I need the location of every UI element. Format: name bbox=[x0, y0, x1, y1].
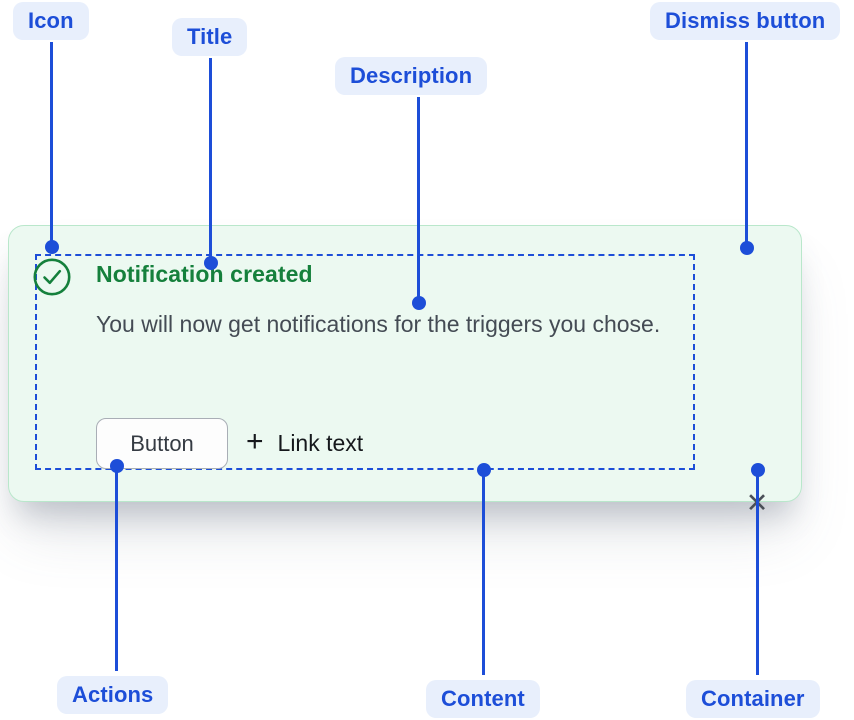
annotation-label-dismiss-button: Dismiss button bbox=[650, 2, 841, 40]
annotation-label-content: Content bbox=[426, 680, 540, 718]
leader-line-actions bbox=[115, 471, 118, 671]
leader-line-content bbox=[482, 475, 485, 675]
leader-dot-container bbox=[751, 463, 765, 477]
leader-dot-dismiss-button bbox=[740, 241, 754, 255]
annotation-label-title: Title bbox=[172, 18, 248, 56]
content-area-outline bbox=[35, 254, 695, 470]
annotation-label-icon: Icon bbox=[13, 2, 89, 40]
leader-line-icon bbox=[50, 42, 53, 242]
leader-line-dismiss-button bbox=[745, 42, 748, 243]
notification-description: You will now get notifications for the t… bbox=[96, 311, 661, 337]
leader-dot-description bbox=[412, 296, 426, 310]
leader-dot-content bbox=[477, 463, 491, 477]
plus-icon: + bbox=[246, 425, 264, 458]
annotation-label-actions: Actions bbox=[57, 676, 169, 714]
action-link-label: Link text bbox=[277, 430, 364, 456]
leader-dot-actions bbox=[110, 459, 124, 473]
success-check-icon bbox=[33, 258, 71, 296]
action-link[interactable]: + Link text bbox=[246, 418, 363, 469]
leader-line-description bbox=[417, 97, 420, 298]
leader-dot-icon bbox=[45, 240, 59, 254]
annotation-label-container: Container bbox=[686, 680, 820, 718]
leader-dot-title bbox=[204, 256, 218, 270]
leader-line-container bbox=[756, 475, 759, 675]
annotation-label-description: Description bbox=[335, 57, 488, 95]
leader-line-title bbox=[209, 58, 212, 258]
